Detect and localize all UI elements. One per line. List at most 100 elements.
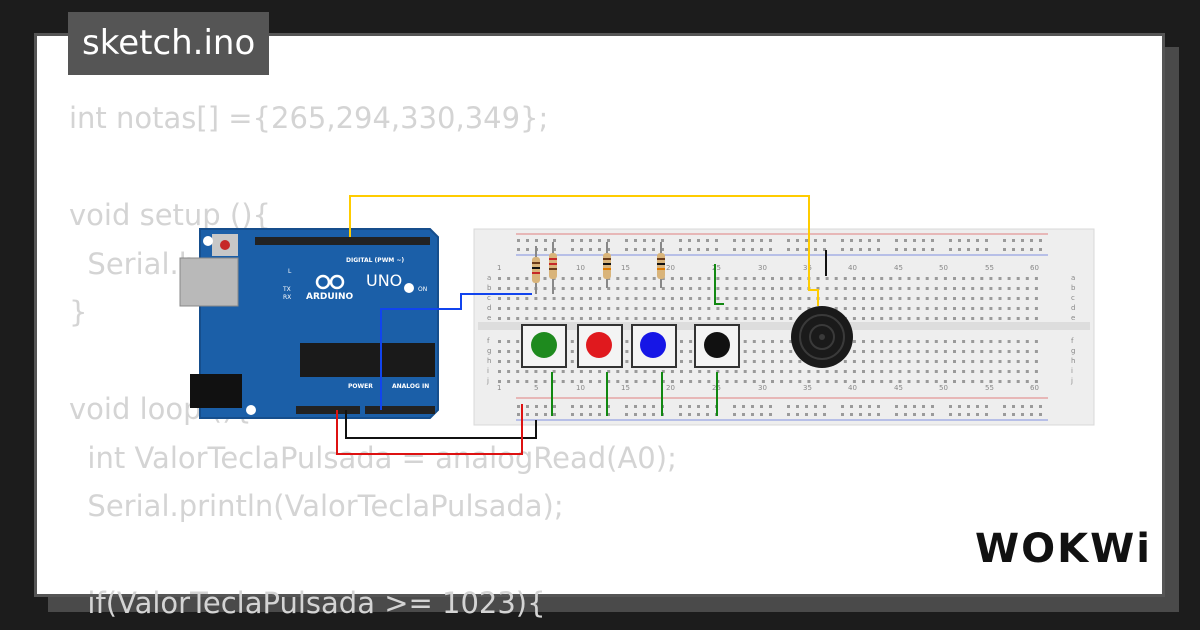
breadboard-hole [598, 297, 602, 300]
breadboard-hole [843, 287, 847, 290]
push-button-green[interactable] [521, 324, 567, 368]
code-line: } [69, 295, 88, 329]
breadboard-hole [989, 297, 993, 300]
breadboard-hole [525, 307, 529, 310]
piezo-buzzer[interactable] [791, 306, 853, 368]
breadboard-hole [843, 370, 847, 373]
breadboard-hole [814, 413, 817, 416]
breadboard-hole [805, 413, 808, 416]
breadboard-hole [751, 239, 754, 242]
breadboard-row-letter: d [1071, 304, 1075, 312]
breadboard-hole [498, 340, 501, 343]
breadboard-hole [998, 370, 1002, 373]
breadboard-hole [1012, 248, 1015, 251]
breadboard-hole [889, 277, 893, 280]
breadboard-hole [716, 307, 720, 310]
resistor[interactable] [603, 242, 611, 288]
wire-green[interactable] [714, 264, 724, 305]
code-background: int notas[] ={265,294,330,349}; void set… [69, 94, 677, 628]
breadboard-hole [652, 317, 656, 320]
wire-red[interactable] [336, 404, 523, 455]
arduino-infinity-logo-icon [315, 274, 345, 290]
breadboard-hole [907, 307, 911, 310]
breadboard-hole [743, 277, 747, 280]
breadboard-hole [543, 287, 547, 290]
breadboard-hole [805, 405, 808, 408]
breadboard-hole [796, 413, 799, 416]
resistor[interactable] [657, 242, 665, 288]
breadboard-row-letter: g [487, 347, 491, 355]
reset-button[interactable] [220, 240, 230, 250]
breadboard-hole [953, 307, 956, 310]
push-button-red[interactable] [577, 324, 623, 368]
breadboard-hole [507, 307, 511, 310]
wire-blue[interactable] [380, 293, 532, 410]
breadboard-hole [823, 405, 826, 408]
wire-yellow[interactable] [349, 195, 819, 306]
breadboard-hole [789, 287, 793, 290]
breadboard-hole [643, 380, 647, 383]
breadboard-hole [953, 317, 956, 320]
breadboard-hole [579, 287, 583, 290]
breadboard-hole [868, 239, 871, 242]
breadboard-hole [1003, 239, 1006, 242]
breadboard-hole [734, 297, 738, 300]
breadboard-hole [904, 413, 907, 416]
breadboard-hole [880, 360, 884, 363]
file-tab[interactable]: sketch.ino [68, 12, 270, 75]
breadboard-hole [843, 360, 847, 363]
breadboard-hole [589, 277, 592, 280]
breadboard-hole [989, 360, 993, 363]
breadboard-hole [998, 277, 1002, 280]
breadboard-hole [607, 380, 611, 383]
breadboard-hole [807, 307, 811, 310]
breadboard-hole [998, 307, 1002, 310]
breadboard-hole [689, 360, 693, 363]
breadboard-hole [889, 297, 893, 300]
breadboard-hole [607, 297, 611, 300]
breadboard-hole [789, 360, 793, 363]
push-button-black[interactable] [694, 324, 740, 368]
breadboard-hole [1007, 370, 1011, 373]
breadboard-hole [1025, 307, 1029, 310]
breadboard-hole [859, 413, 862, 416]
push-button-blue[interactable] [631, 324, 677, 368]
arduino-uno-board[interactable]: DIGITAL (PWM ~) POWER ANALOG IN ON L TX … [179, 228, 439, 419]
breadboard-hole [814, 239, 817, 242]
breadboard-hole [525, 277, 529, 280]
breadboard-hole [880, 297, 884, 300]
breadboard-hole [734, 307, 738, 310]
resistor[interactable] [549, 242, 557, 294]
breadboard-hole [1025, 370, 1029, 373]
resistors [532, 242, 665, 294]
breadboard-hole [925, 297, 929, 300]
breadboard-hole [707, 287, 711, 290]
breadboard-hole [1034, 307, 1038, 310]
breadboard-hole [796, 239, 799, 242]
breadboard-hole [616, 297, 620, 300]
breadboard-hole [843, 307, 847, 310]
breadboard-hole [634, 380, 638, 383]
breadboard-hole [913, 248, 916, 251]
breadboard-hole [1025, 380, 1029, 383]
breadboard-hole [962, 380, 966, 383]
breadboard-column-number: 35 [803, 384, 812, 392]
breadboard-row-letter: a [1071, 274, 1075, 282]
breadboard-hole [834, 277, 838, 280]
wire-black[interactable] [345, 410, 537, 439]
breadboard-hole [958, 405, 961, 408]
breadboard-hole [771, 287, 774, 290]
breadboard-hole [1025, 297, 1029, 300]
breadboard-hole [805, 239, 808, 242]
breadboard-hole [598, 413, 601, 416]
breadboard-hole [880, 287, 884, 290]
breadboard-hole [904, 405, 907, 408]
breadboard-hole [925, 277, 929, 280]
breadboard-hole [816, 287, 820, 290]
breadboard-hole [916, 340, 920, 343]
breadboard-hole [598, 277, 602, 280]
breadboard-hole [751, 248, 754, 251]
breadboard-hole [543, 277, 547, 280]
breadboard-hole [934, 297, 938, 300]
resistor[interactable] [532, 246, 540, 294]
